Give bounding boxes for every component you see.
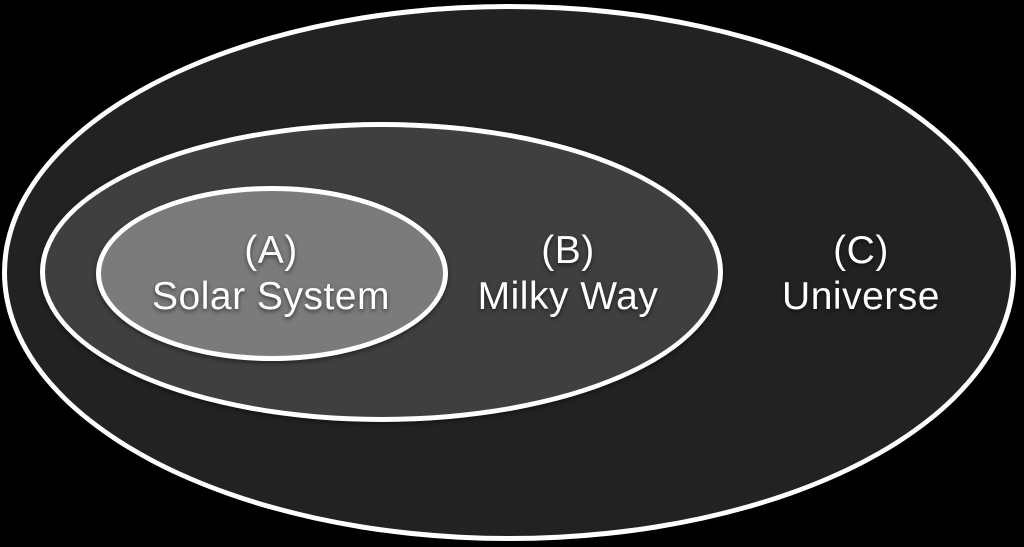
- ellipse-solar-system: [96, 186, 448, 361]
- label-solar-system-letter: (A): [244, 229, 298, 272]
- label-solar-system: (A) Solar System: [152, 228, 390, 320]
- label-solar-system-name: Solar System: [152, 275, 390, 318]
- label-universe: (C) Universe: [782, 228, 940, 320]
- label-milky-way-letter: (B): [541, 229, 595, 272]
- label-milky-way-name: Milky Way: [477, 275, 659, 318]
- label-universe-name: Universe: [782, 275, 940, 318]
- label-universe-letter: (C): [833, 229, 889, 272]
- label-milky-way: (B) Milky Way: [478, 228, 659, 320]
